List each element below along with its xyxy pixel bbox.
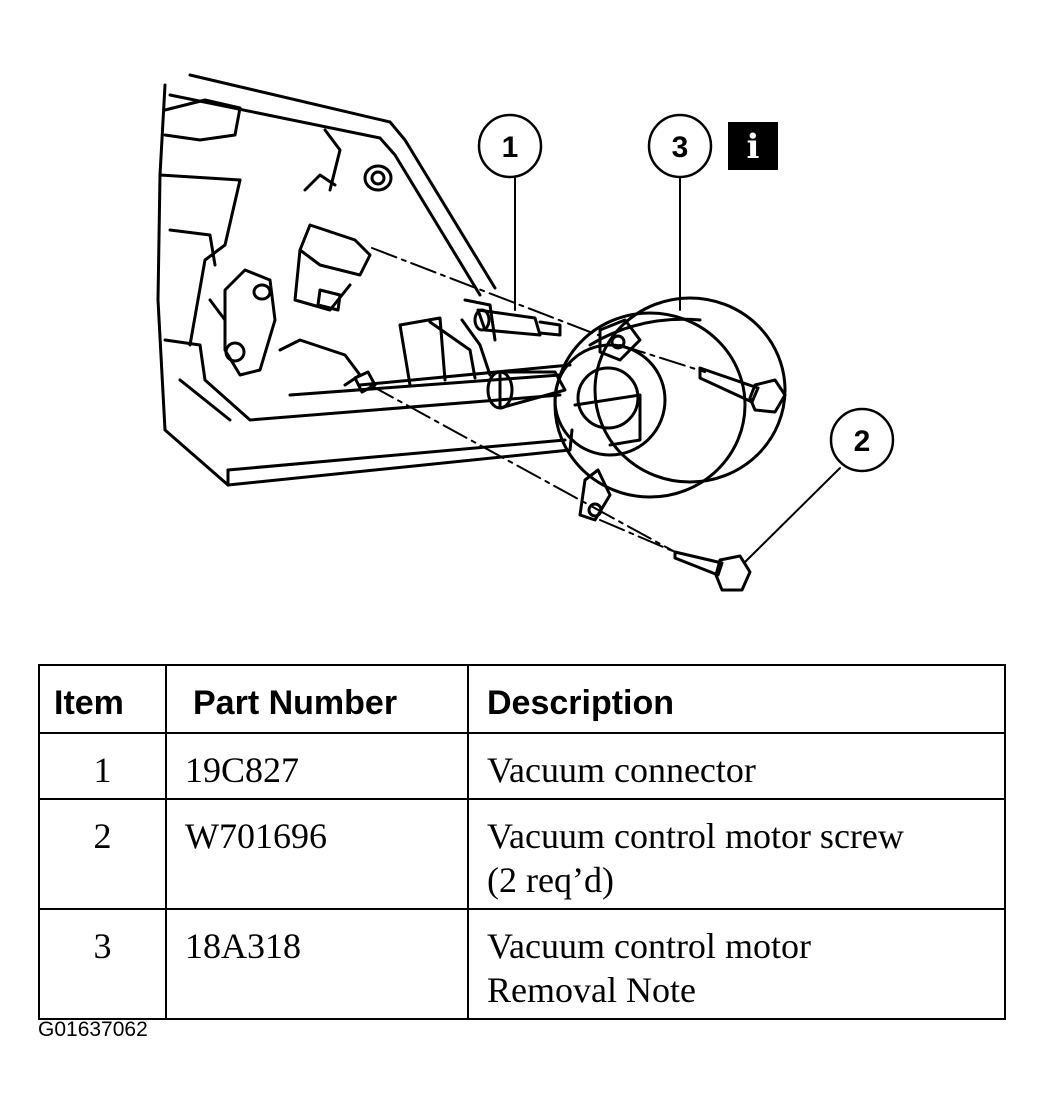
svg-text:3: 3 (672, 131, 689, 164)
table-header-row: Item Part Number Description (38, 664, 1006, 734)
leader-lines (514, 176, 841, 563)
callout-3: 3 (647, 113, 713, 179)
callout-1: 1 (477, 113, 543, 179)
description-line: Removal Note (487, 970, 696, 1010)
table-row: 3 18A318 Vacuum control motor Removal No… (38, 908, 1006, 1020)
cell-part-number: 18A318 (165, 908, 469, 1020)
svg-text:i: i (747, 127, 760, 167)
description-line: Vacuum control motor screw (487, 816, 904, 856)
table-row: 2 W701696 Vacuum control motor screw (2 … (38, 798, 1006, 910)
cell-description: Vacuum connector (467, 732, 1006, 800)
figure-id: G01637062 (38, 1018, 148, 1041)
cell-item: 3 (38, 908, 167, 1020)
header-item: Item (38, 664, 167, 734)
svg-text:2: 2 (854, 425, 871, 458)
callout-2: 2 (829, 407, 895, 473)
cell-description: Vacuum control motor screw (2 req’d) (467, 798, 1006, 910)
cell-item: 2 (38, 798, 167, 910)
description-line: Vacuum connector (487, 750, 756, 790)
cell-part-number: 19C827 (165, 732, 469, 800)
motor-screw-lower (673, 550, 752, 592)
blend-door-housing (156, 73, 574, 487)
header-part-number: Part Number (165, 664, 469, 734)
assembly-guide-lines (369, 247, 706, 553)
header-description: Description (467, 664, 1006, 734)
description-line: Vacuum control motor (487, 926, 811, 966)
vacuum-control-motor (486, 296, 787, 522)
cell-part-number: W701696 (165, 798, 469, 910)
description-line: (2 req’d) (487, 860, 614, 900)
exploded-view-diagram: 1 3 i 2 (156, 73, 895, 592)
parts-table: Item Part Number Description 1 19C827 Va… (38, 664, 1006, 1020)
svg-text:1: 1 (502, 131, 519, 164)
cell-description: Vacuum control motor Removal Note (467, 908, 1006, 1020)
motor-screw-upper (698, 366, 787, 414)
vacuum-connector (353, 308, 562, 394)
info-badge: i (728, 122, 778, 170)
table-row: 1 19C827 Vacuum connector (38, 732, 1006, 800)
cell-item: 1 (38, 732, 167, 800)
